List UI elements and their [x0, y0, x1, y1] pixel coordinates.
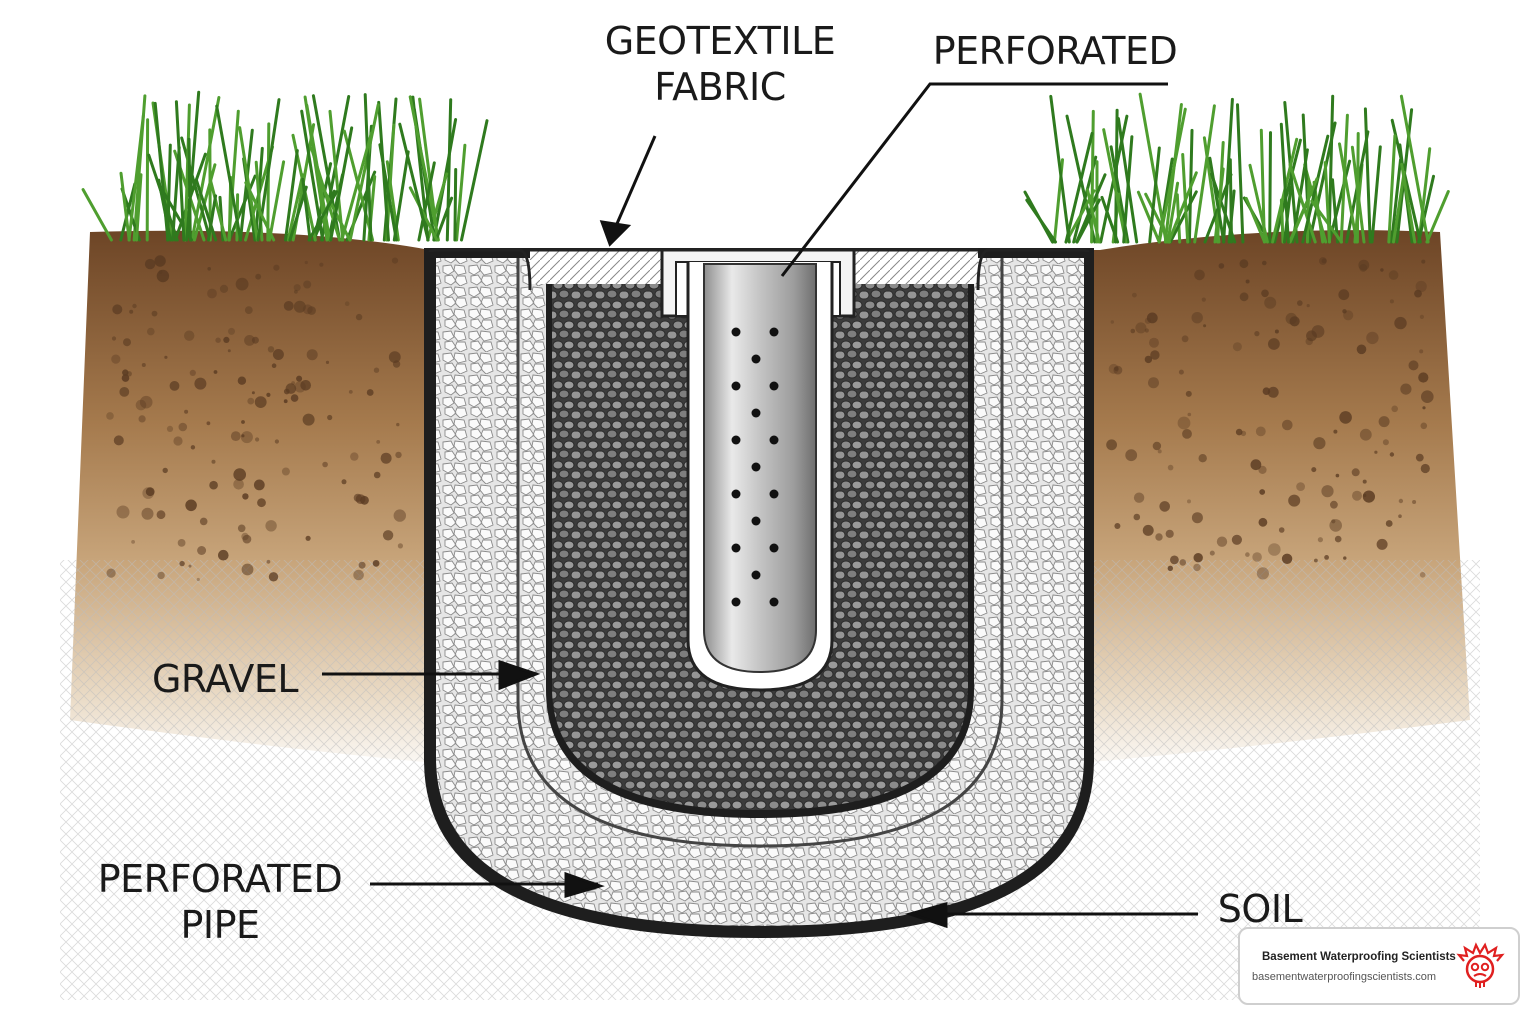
label-perforated: PERFORATED — [932, 29, 1178, 73]
label-gravel: GRAVEL — [151, 657, 299, 701]
brand-url[interactable]: basementwaterproofingscientists.com — [1252, 971, 1437, 983]
label-perforated-pipe: PERFORATED PIPE — [97, 857, 343, 947]
perforated-pipe — [660, 248, 856, 692]
brand-name: Basement Waterproofing Scientists — [1262, 951, 1456, 963]
leader-lines — [322, 82, 1198, 929]
grass-left — [81, 90, 489, 242]
label-geotextile-fabric: GEOTEXTILE FABRIC — [604, 19, 836, 109]
grass-right — [1023, 92, 1450, 244]
brand-badge[interactable]: Basement Waterproofing Scientists baseme… — [1238, 927, 1520, 1005]
label-soil: SOIL — [1217, 887, 1303, 931]
scientist-head-icon — [1456, 942, 1505, 988]
